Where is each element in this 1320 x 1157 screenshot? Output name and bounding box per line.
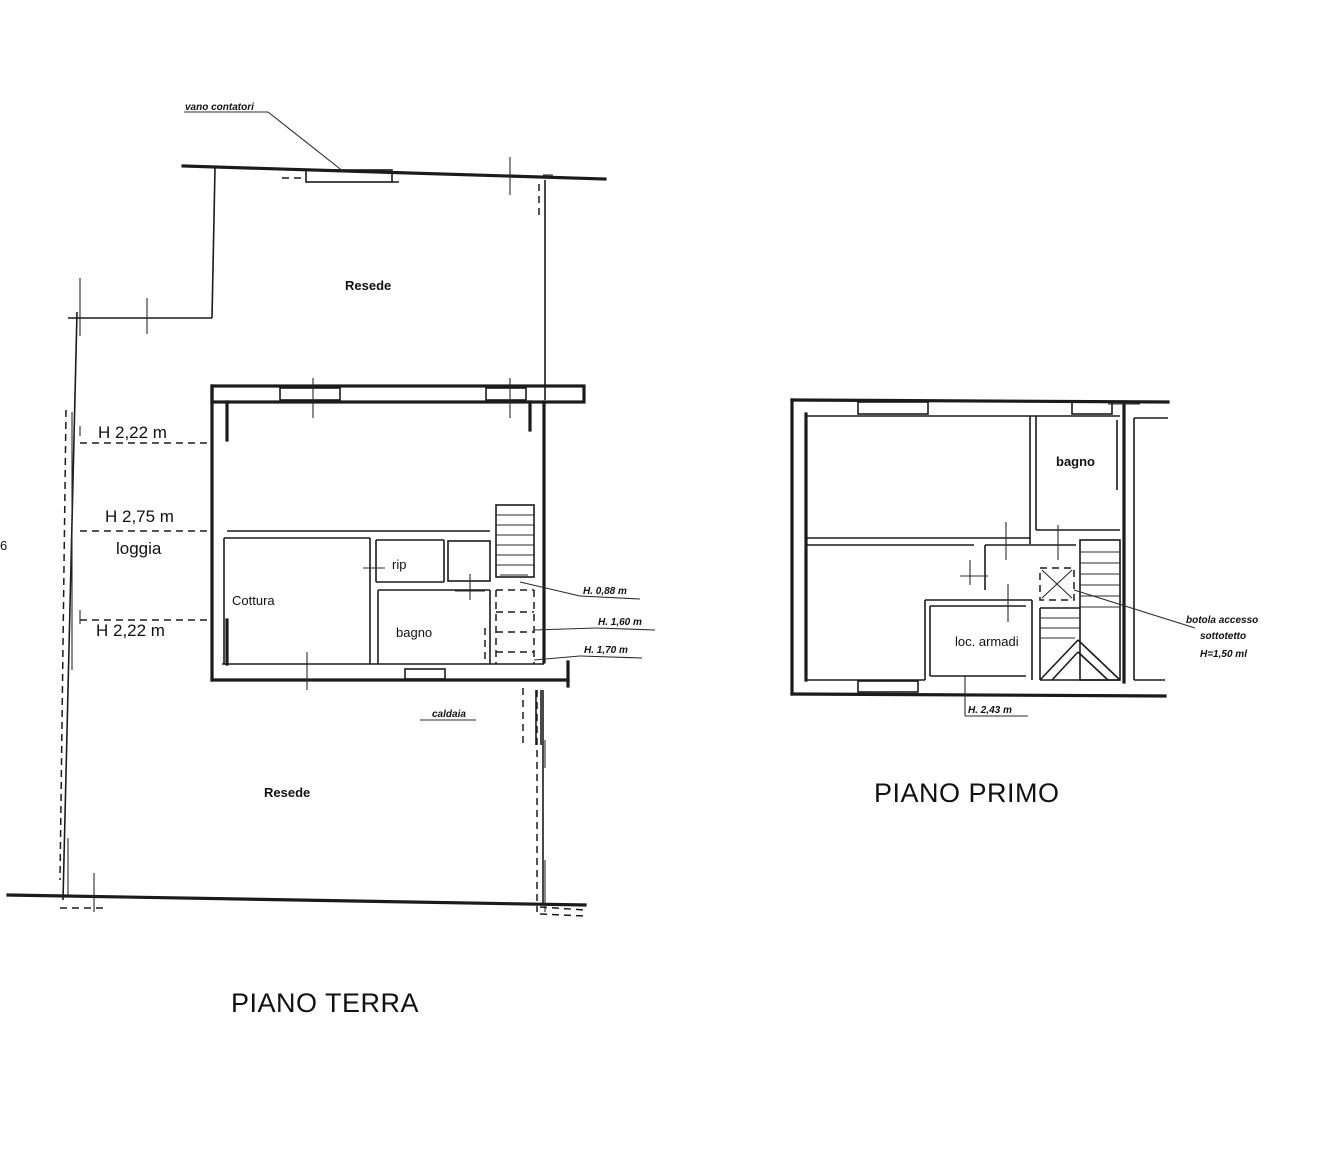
stair-height-2: H. 1,60 m <box>598 617 642 628</box>
stair-height-1: H. 0,88 m <box>583 586 627 597</box>
edge-number: 6 <box>0 538 7 553</box>
wardrobe-label: loc. armadi <box>955 634 1019 649</box>
first-staircase <box>1039 539 1196 681</box>
stair-height-3: H. 1,70 m <box>584 645 628 656</box>
storage-label: rip <box>392 557 406 572</box>
height-label-1: H 2,22 m <box>98 423 167 442</box>
first-floor-partitions <box>806 416 1120 680</box>
first-bathroom-label: bagno <box>1056 454 1095 469</box>
first-floor-title: PIANO PRIMO <box>874 778 1060 808</box>
meter-niche-label: vano contatori <box>185 102 254 113</box>
first-height-label: H. 2,43 m <box>968 705 1012 716</box>
meter-niche <box>184 111 402 183</box>
yard-bottom-label: Resede <box>264 785 310 800</box>
kitchen-label: Cottura <box>232 593 275 608</box>
ground-floor-plan: vano contatori Resede H 2,22 m H 2,75 m … <box>0 102 656 1018</box>
hatch-note-2: sottotetto <box>1200 631 1246 642</box>
height-label-3: H 2,22 m <box>96 621 165 640</box>
loggia-label: loggia <box>116 539 162 558</box>
lot-boundary <box>6 157 607 917</box>
boiler-niche <box>420 688 542 745</box>
first-floor-walls <box>790 398 1170 698</box>
ground-staircase <box>484 504 656 664</box>
yard-top-label: Resede <box>345 278 391 293</box>
height-label-2: H 2,75 m <box>105 507 174 526</box>
boiler-label: caldaia <box>432 709 466 720</box>
hatch-note-3: H=1,50 ml <box>1200 649 1247 660</box>
ground-floor-title: PIANO TERRA <box>231 988 419 1018</box>
hatch-note-1: botola accesso <box>1186 615 1258 626</box>
house-walls <box>210 378 586 690</box>
bathroom-label: bagno <box>396 625 432 640</box>
first-floor-plan: bagno loc. armadi botola accesso sottote… <box>790 398 1258 808</box>
interior-partitions <box>223 530 491 664</box>
loggia-outline <box>79 426 212 624</box>
